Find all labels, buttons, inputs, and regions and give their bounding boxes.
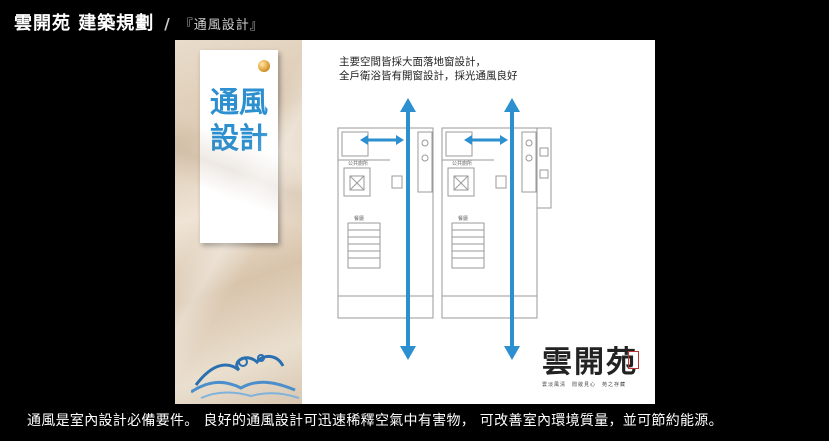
caption-line-2: 全戶衛浴皆有開窗設計，採光通風良好: [339, 70, 518, 82]
breadcrumb-current: 『通風設計』: [179, 18, 264, 33]
plan-label: 餐廳: [354, 215, 364, 222]
ventilation-slide: 通風設計 主要空間皆採大面落地窗設計， 全戶衛浴皆有開窗設計，採光通風良好: [175, 40, 655, 404]
site-title[interactable]: 雲開苑 建築規劃: [14, 13, 155, 34]
floor-plan: 公共廁所 公共廁所 餐廳 餐廳: [337, 98, 552, 360]
title-banner: 通風設計: [200, 50, 278, 243]
plan-label: 公共廁所: [348, 160, 368, 167]
pin-icon: [258, 60, 270, 72]
stone-texture-panel: 通風設計: [175, 40, 302, 404]
breadcrumb-separator: /: [164, 15, 170, 33]
seal-icon: [628, 351, 639, 369]
brand-logo: 雲開苑 雲淡風清 閒敞見心 苑之存藏: [542, 337, 642, 399]
wave-icon: [191, 354, 300, 399]
logo-tagline: 雲淡風清 閒敞見心 苑之存藏: [542, 382, 627, 388]
page-header: 雲開苑 建築規劃 / 『通風設計』: [14, 9, 264, 35]
plan-label: 公共廁所: [452, 160, 472, 167]
footer-description: 通風是室內設計必備要件。 良好的通風設計可迅速稀釋空氣中有害物， 可改善室內環境…: [27, 413, 723, 429]
slide-caption: 主要空間皆採大面落地窗設計， 全戶衛浴皆有開窗設計，採光通風良好: [339, 55, 518, 83]
plan-label: 餐廳: [458, 215, 468, 222]
logo-name: 雲開苑: [542, 345, 638, 380]
banner-title: 通風設計: [209, 85, 268, 155]
caption-line-1: 主要空間皆採大面落地窗設計，: [339, 56, 486, 68]
